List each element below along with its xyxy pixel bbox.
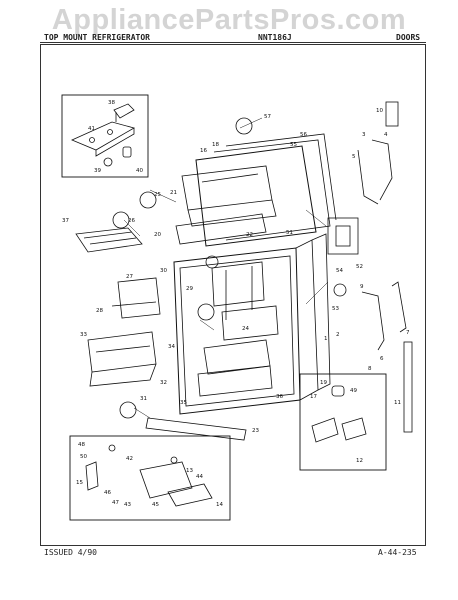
header-rule: [40, 42, 426, 43]
callout-13: 13: [186, 468, 193, 474]
callout-56: 56: [300, 132, 307, 138]
callout-53: 53: [332, 306, 339, 312]
callout-29: 29: [186, 286, 193, 292]
callout-33: 33: [80, 332, 87, 338]
bottom-hinge-parts: [69, 417, 247, 521]
callout-52: 52: [356, 264, 363, 270]
callout-39: 39: [94, 168, 101, 174]
part-number-labels: 1 2 3 4 5 6 7 8 9 10 11 12 13 14 15 16 1…: [62, 100, 410, 508]
callout-41: 41: [88, 126, 95, 132]
callout-45: 45: [152, 502, 159, 508]
callout-32: 32: [160, 380, 167, 386]
callout-38: 38: [108, 100, 115, 106]
callout-1: 1: [324, 336, 328, 342]
callout-16: 16: [200, 148, 207, 154]
diagram-title: TOP MOUNT REFRIGERATOR: [44, 33, 150, 42]
callout-50: 50: [80, 454, 87, 460]
model-number: NNT186J: [258, 33, 292, 42]
callout-40: 40: [136, 168, 143, 174]
callout-17: 17: [310, 394, 317, 400]
callout-3: 3: [362, 132, 366, 138]
callout-9: 9: [360, 284, 364, 290]
inset-top-hinge: [61, 94, 149, 178]
left-door-shelves: [75, 227, 161, 387]
freezer-door: [175, 133, 337, 247]
page-code: A-44-235: [378, 548, 417, 557]
callout-8: 8: [368, 366, 372, 372]
callout-6: 6: [380, 356, 384, 362]
callout-49: 49: [350, 388, 357, 394]
callout-21: 21: [170, 190, 177, 196]
callout-46: 46: [104, 490, 111, 496]
callout-19: 19: [320, 380, 327, 386]
callout-43: 43: [124, 502, 131, 508]
callout-42: 42: [126, 456, 133, 462]
callout-37: 37: [62, 218, 69, 224]
callout-31: 31: [140, 396, 147, 402]
callout-34: 34: [168, 344, 175, 350]
section-label: DOORS: [396, 33, 421, 42]
fresh-food-door: [173, 233, 331, 415]
callout-23: 23: [252, 428, 259, 434]
callout-30: 30: [160, 268, 167, 274]
callout-11: 11: [394, 400, 401, 406]
callout-2: 2: [336, 332, 340, 338]
callout-15: 15: [76, 480, 83, 486]
callout-22: 22: [246, 232, 253, 238]
callout-5: 5: [352, 154, 356, 160]
callout-12: 12: [356, 458, 363, 464]
callout-36: 36: [276, 394, 283, 400]
callout-54: 54: [336, 268, 343, 274]
callout-55: 55: [290, 142, 297, 148]
callout-26: 26: [128, 218, 135, 224]
callout-14: 14: [216, 502, 223, 508]
detail-circles: [112, 117, 347, 419]
callout-18: 18: [212, 142, 219, 148]
callout-51: 51: [286, 230, 293, 236]
callout-44: 44: [196, 474, 203, 480]
callout-47: 47: [112, 500, 119, 506]
issued-date: ISSUED 4/90: [44, 548, 97, 557]
callout-48: 48: [78, 442, 85, 448]
callout-10: 10: [376, 108, 383, 114]
callout-28: 28: [96, 308, 103, 314]
callout-24: 24: [242, 326, 249, 332]
callout-4: 4: [384, 132, 388, 138]
right-hinge-parts: [299, 101, 413, 471]
diagram-frame: [40, 44, 426, 546]
callout-35: 35: [180, 400, 187, 406]
leader-lines: [123, 117, 329, 419]
callout-57: 57: [264, 114, 271, 120]
callout-7: 7: [406, 330, 410, 336]
callout-20: 20: [154, 232, 161, 238]
callout-25: 25: [154, 192, 161, 198]
callout-27: 27: [126, 274, 133, 280]
